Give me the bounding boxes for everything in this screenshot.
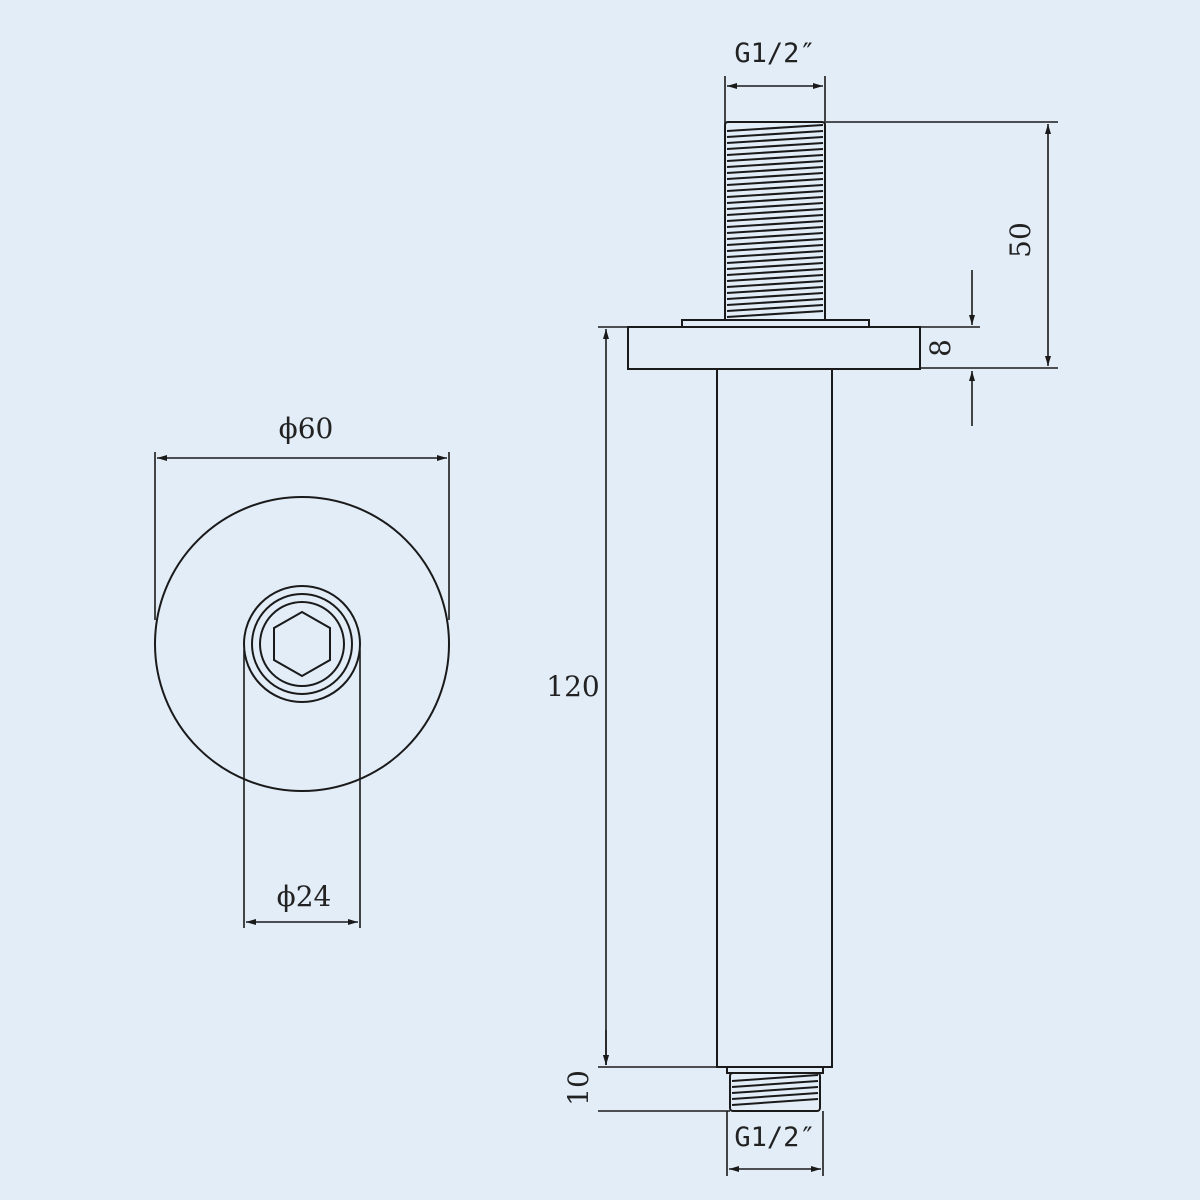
dim-thread-top [724, 76, 826, 124]
thread-line [726, 256, 824, 264]
flange-diameter-label: ϕ60 [279, 412, 334, 445]
flange-plate [627, 326, 921, 370]
dim-flange-thickness [920, 270, 980, 426]
thread-line [726, 238, 824, 246]
thread-line [726, 178, 824, 186]
outlet-ring-circle [251, 593, 353, 695]
hex-socket-icon [273, 610, 331, 678]
thread-line [731, 1092, 819, 1100]
thread-line [726, 268, 824, 276]
flange-thickness-label: 8 [924, 339, 957, 357]
outlet-inner-circle [259, 601, 345, 687]
thread-line [731, 1074, 819, 1082]
thread-line [726, 154, 824, 162]
thread-line [726, 124, 824, 132]
thread-line [726, 136, 824, 144]
dim-total-length [598, 326, 717, 1068]
thread-line [731, 1080, 819, 1088]
thread-line [731, 1098, 819, 1106]
thread-line [726, 262, 824, 270]
thread-length-label: 50 [1004, 222, 1037, 258]
thread-line [726, 196, 824, 204]
thread-line [726, 286, 824, 294]
dim-outlet-diameter [243, 650, 361, 928]
thread-lines [726, 124, 824, 318]
thread-line [731, 1086, 819, 1094]
thread-line [726, 244, 824, 252]
thread-line [726, 202, 824, 210]
arm-side-view [627, 121, 921, 1112]
thread-line [726, 172, 824, 180]
tube-body [716, 368, 833, 1068]
thread-line [726, 232, 824, 240]
flange-top-view [154, 496, 450, 792]
thread-line [726, 304, 824, 312]
dim-bottom-thread-length [598, 1030, 730, 1112]
dim-thread-length [826, 121, 1058, 369]
thread-line [726, 160, 824, 168]
thread-line [726, 166, 824, 174]
dim-flange-diameter [154, 452, 450, 620]
thread-bottom-label: G1/2″ [734, 1122, 815, 1153]
thread-line [726, 274, 824, 282]
thread-line [726, 214, 824, 222]
outlet-outer-circle [243, 585, 361, 703]
thread-line [726, 190, 824, 198]
bottom-thread-lines [731, 1074, 819, 1106]
thread-line [726, 130, 824, 138]
thread-line [726, 142, 824, 150]
thread-line [726, 208, 824, 216]
thread-line [726, 226, 824, 234]
thread-line [726, 184, 824, 192]
outlet-diameter-label: ϕ24 [277, 880, 332, 913]
thread-line [726, 298, 824, 306]
thread-line [726, 310, 824, 318]
thread-line [726, 280, 824, 288]
thread-line [726, 250, 824, 258]
thread-line [726, 220, 824, 228]
thread-line [726, 292, 824, 300]
flange-outer-circle [154, 496, 450, 792]
thread-line [726, 148, 824, 156]
bottom-thread-length-label: 10 [562, 1070, 595, 1106]
total-length-label: 120 [546, 670, 599, 703]
washer [681, 319, 870, 328]
dim-thread-bottom [726, 1111, 824, 1176]
thread-top-label: G1/2″ [734, 38, 815, 69]
